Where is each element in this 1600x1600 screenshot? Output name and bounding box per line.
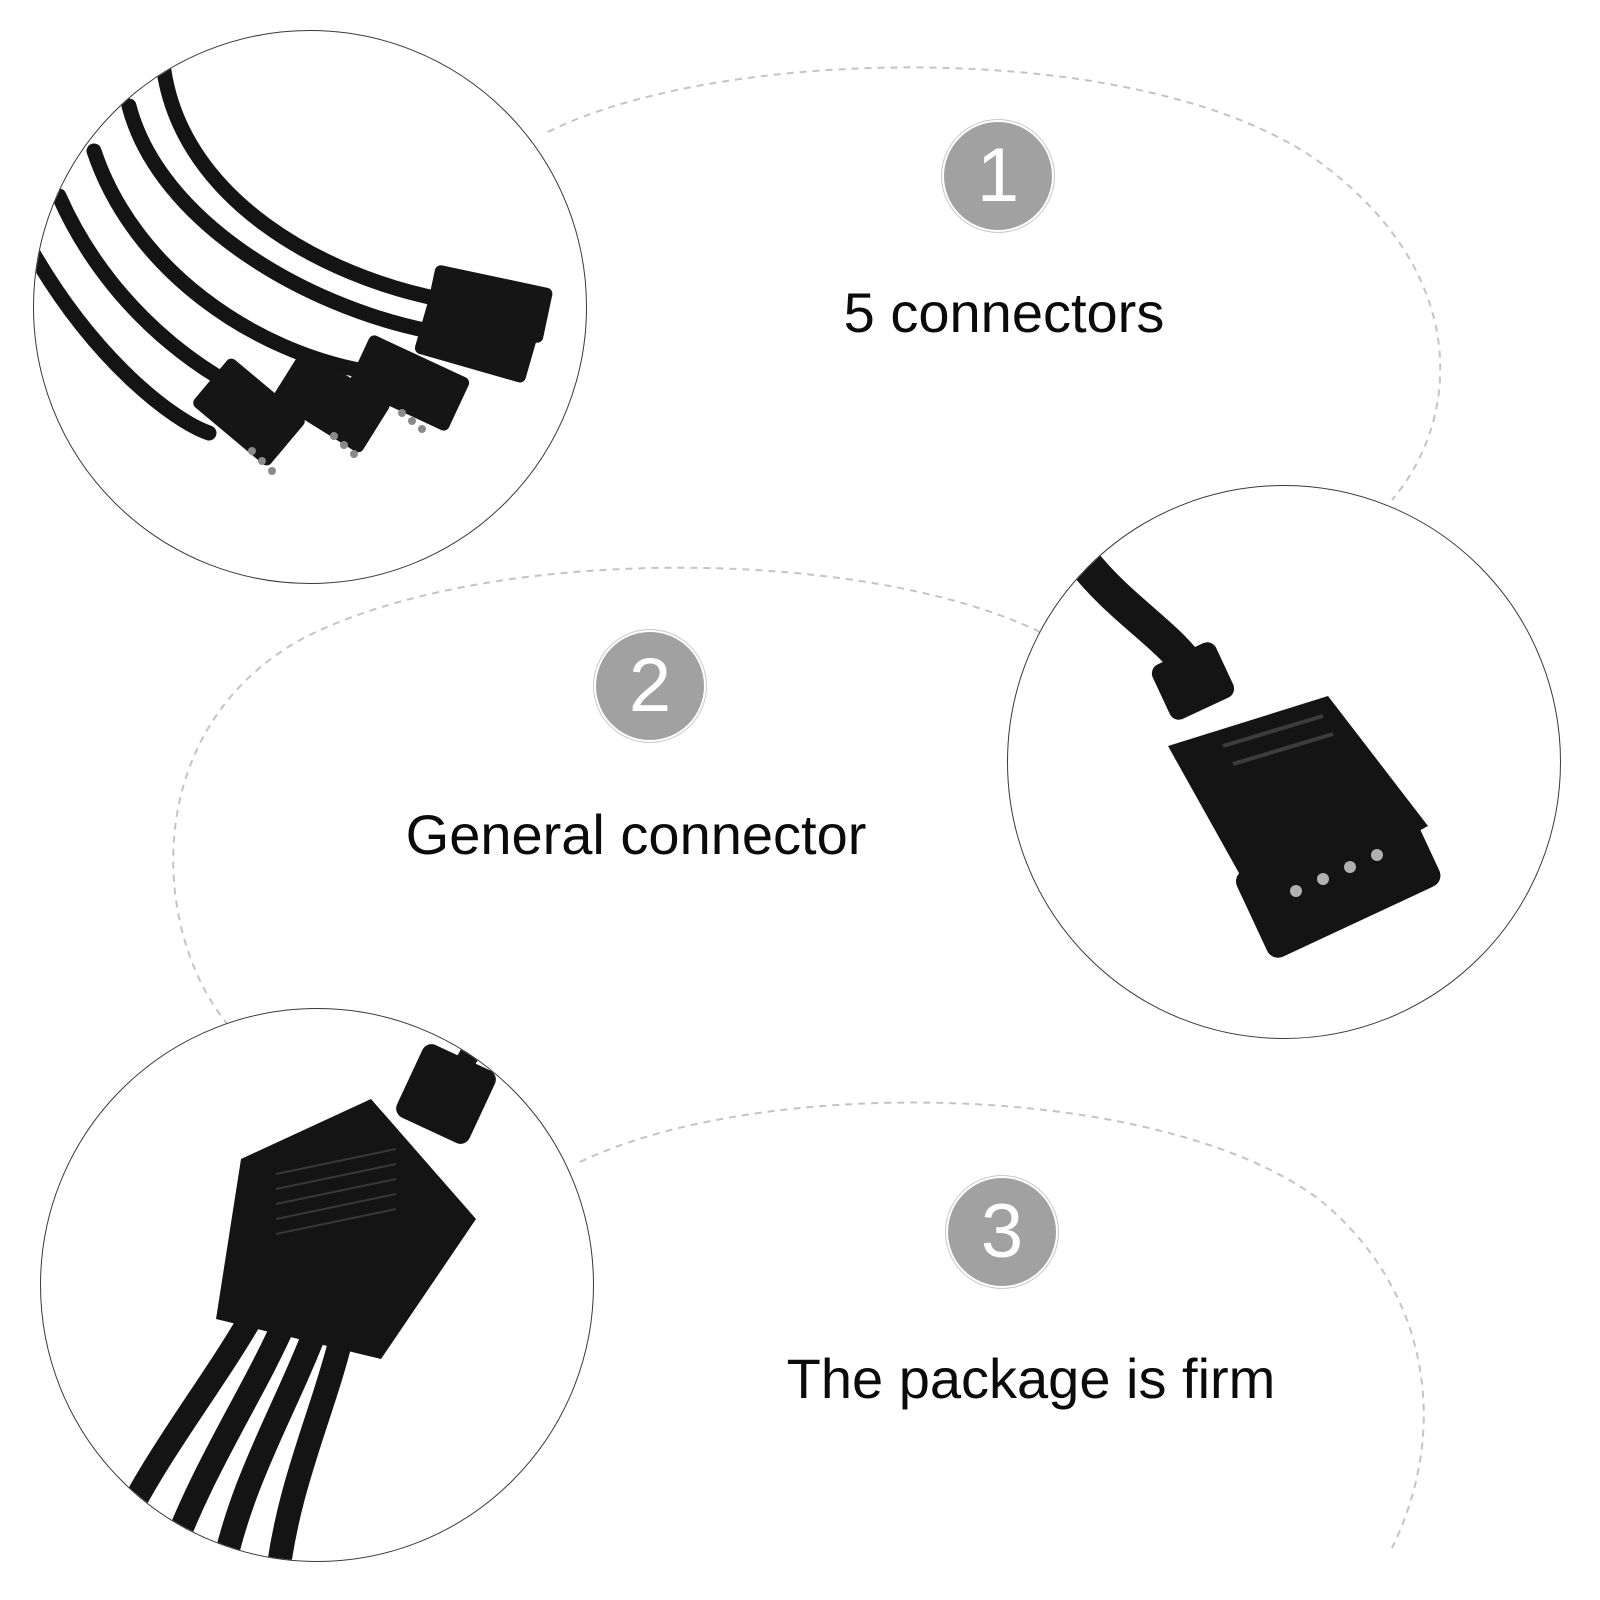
step-badge-2: 2 (596, 632, 704, 740)
feature-label-2: General connector (405, 803, 867, 866)
step-badge-3: 3 (948, 1178, 1056, 1286)
step-badge-1: 1 (944, 122, 1052, 230)
photo-general-connector (1007, 485, 1561, 1039)
photo-five-connectors (33, 30, 587, 584)
feature-label-1: 5 connectors (843, 281, 1165, 344)
photo-splitter-hub (40, 1008, 594, 1562)
dashed-arc-1 (547, 66, 1442, 501)
feature-label-3: The package is firm (786, 1347, 1276, 1410)
dashed-arc-2 (172, 566, 1041, 1026)
dashed-arc-3 (579, 1101, 1425, 1549)
